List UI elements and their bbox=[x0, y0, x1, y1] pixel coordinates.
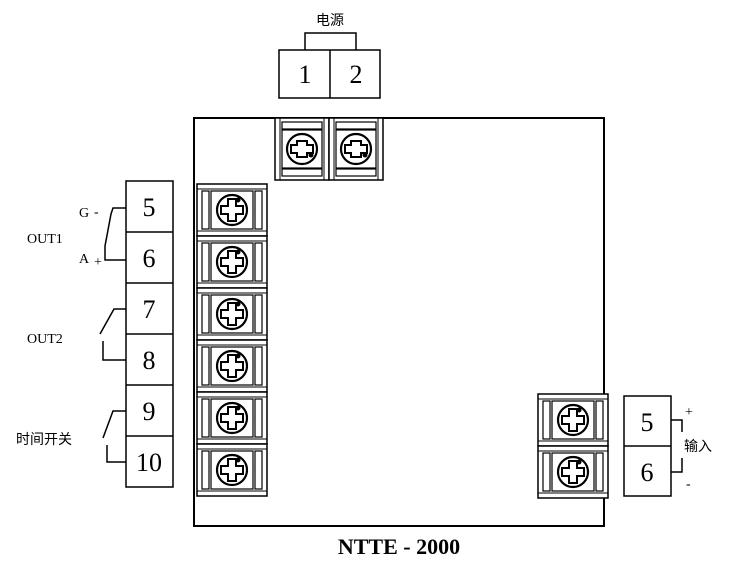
left-terminal-5: 5 bbox=[143, 193, 156, 222]
time-switch-label: 时间开关 bbox=[16, 432, 72, 448]
power-label: 电源 bbox=[316, 13, 344, 29]
model-name: NTTE - 2000 bbox=[338, 534, 460, 559]
left-terminal-7: 7 bbox=[143, 295, 156, 324]
power-bracket bbox=[304, 32, 357, 50]
input-plus: + bbox=[685, 405, 693, 420]
right-screw-block bbox=[536, 392, 610, 500]
out1-label: OUT1 bbox=[27, 232, 63, 247]
left-screw-block bbox=[195, 182, 269, 498]
top-screw-block bbox=[273, 116, 385, 182]
left-terminal-6: 6 bbox=[143, 244, 156, 273]
out2-label: OUT2 bbox=[27, 332, 63, 347]
power-terminal-1: 1 bbox=[299, 60, 312, 89]
out2-wiring: OUT2 bbox=[27, 308, 126, 361]
out1-wiring: G - OUT1 A + bbox=[27, 205, 126, 270]
input-terminal-6: 6 bbox=[641, 458, 654, 487]
input-terminal-5: 5 bbox=[641, 408, 654, 437]
input-minus: - bbox=[686, 477, 691, 492]
out1-g-sign: - bbox=[94, 205, 99, 220]
out1-a-label: A bbox=[79, 252, 90, 267]
out1-g-label: G bbox=[79, 206, 89, 221]
left-terminal-10: 10 bbox=[136, 448, 162, 477]
left-terminal-9: 9 bbox=[143, 397, 156, 426]
input-wiring: + 输入 - bbox=[671, 405, 712, 492]
power-terminal-box: 1 2 bbox=[278, 49, 381, 99]
input-terminal-box: 5 6 bbox=[623, 395, 672, 497]
out1-a-sign: + bbox=[94, 255, 102, 270]
power-terminal-2: 2 bbox=[350, 60, 363, 89]
left-terminal-8: 8 bbox=[143, 346, 156, 375]
time-switch-wiring: 时间开关 bbox=[16, 410, 126, 463]
left-terminal-box: 5 6 7 8 9 10 bbox=[125, 180, 174, 488]
input-label: 输入 bbox=[684, 439, 712, 455]
